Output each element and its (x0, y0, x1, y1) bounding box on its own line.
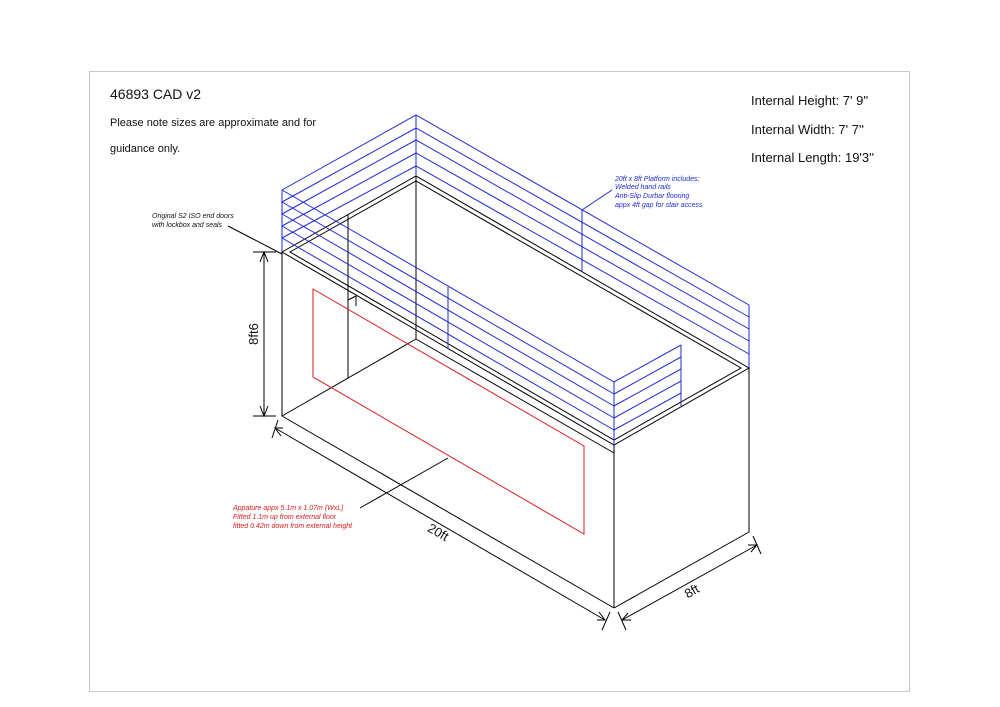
drawing-border (89, 71, 910, 692)
aperture-callout-line-2: Fitted 1.1m up from external floor (233, 514, 337, 521)
doors-callout-line-2: with lockbox and seals (152, 222, 223, 229)
internal-width-label: Internal Width: 7' 7'' (751, 122, 864, 137)
note-line-2: guidance only. (110, 143, 181, 155)
doors-callout-line-1: Original S2 ISO end doors (152, 213, 234, 220)
dimension-lines (253, 250, 762, 631)
drawing-title: 46893 CAD v2 (110, 86, 202, 102)
platform-callout-line-1: 20ft x 8ft Platform includes; (614, 176, 699, 183)
container-outline (280, 175, 751, 609)
side-aperture (312, 288, 585, 535)
platform-leader-line (581, 189, 613, 211)
platform-callout-line-3: Anti-Slip Durbar flooring (614, 193, 689, 200)
aperture-callout-line-1: Appature appx 5.1m x 1.07m (WxL) (232, 505, 344, 512)
aperture-callout-line-3: fitted 0.42m down from external height (233, 523, 353, 530)
doors-leader-line (227, 225, 283, 255)
length-dimension-label: 20ft (425, 520, 452, 544)
platform-callout-line-4: appx 4ft gap for stair access (615, 202, 703, 209)
width-dimension-label: 8ft (682, 581, 702, 601)
aperture-leader-line (359, 457, 449, 509)
internal-height-label: Internal Height: 7' 9'' (751, 93, 869, 108)
platform-handrails (281, 114, 750, 445)
height-dimension-label: 8ft6 (246, 323, 261, 345)
platform-callout-line-2: Welded hand rails (615, 184, 671, 191)
note-line-1: Please note sizes are approximate and fo… (110, 117, 317, 129)
internal-length-label: Internal Length: 19'3'' (751, 150, 875, 165)
